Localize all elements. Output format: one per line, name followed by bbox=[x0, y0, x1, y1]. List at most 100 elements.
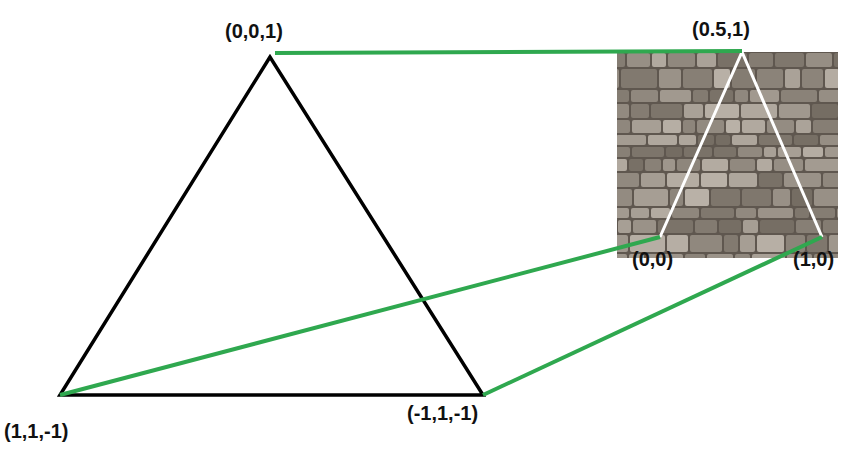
stone-block bbox=[684, 104, 703, 118]
stone-block bbox=[632, 120, 661, 133]
stone-block bbox=[631, 208, 649, 218]
stone-block bbox=[784, 173, 821, 187]
stone-block bbox=[685, 254, 705, 258]
stone-block bbox=[749, 53, 773, 67]
stone-block bbox=[757, 235, 784, 252]
stone-block bbox=[617, 173, 639, 187]
stone-block bbox=[617, 147, 630, 157]
stone-block bbox=[743, 220, 758, 233]
stone-block bbox=[742, 189, 771, 206]
stone-block bbox=[760, 220, 794, 233]
stone-block bbox=[837, 208, 838, 218]
stone-block bbox=[685, 189, 709, 206]
coordinate-label: (1,1,-1) bbox=[4, 420, 68, 442]
stone-block bbox=[814, 189, 838, 206]
stone-block bbox=[617, 159, 627, 171]
stone-block bbox=[785, 69, 800, 88]
stone-block bbox=[693, 90, 708, 102]
stone-block bbox=[714, 147, 736, 157]
stone-block bbox=[663, 120, 681, 133]
coordinate-label: (1,0) bbox=[793, 248, 834, 270]
coordinate-label: (0,0) bbox=[632, 248, 673, 270]
stone-block bbox=[819, 90, 838, 102]
stone-block bbox=[726, 120, 740, 133]
stone-block bbox=[812, 104, 838, 118]
stone-block bbox=[672, 208, 699, 218]
stone-block bbox=[633, 220, 656, 233]
stone-block bbox=[730, 159, 755, 171]
stone-block bbox=[711, 189, 740, 206]
stone-block bbox=[679, 135, 696, 145]
stone-block bbox=[695, 220, 717, 233]
stone-block bbox=[729, 173, 757, 187]
stone-block bbox=[820, 135, 838, 145]
stone-block bbox=[707, 254, 733, 258]
coordinate-label: (0,0,1) bbox=[225, 20, 283, 42]
stone-block bbox=[823, 220, 838, 233]
stone-block bbox=[803, 147, 823, 157]
stone-block bbox=[757, 159, 772, 171]
stone-block bbox=[735, 254, 750, 258]
mapping-line bbox=[483, 237, 822, 395]
stone-block bbox=[759, 135, 792, 145]
stone-block bbox=[779, 104, 810, 118]
stone-block bbox=[759, 173, 782, 187]
stone-block bbox=[683, 120, 695, 133]
stone-block bbox=[617, 104, 629, 118]
mapping-line bbox=[60, 237, 660, 395]
stone-block bbox=[617, 69, 619, 88]
stone-block bbox=[823, 173, 838, 187]
stone-block bbox=[617, 120, 630, 133]
stone-block bbox=[719, 220, 741, 233]
stone-block bbox=[652, 53, 666, 67]
stone-block bbox=[660, 90, 691, 102]
stone-block bbox=[701, 208, 734, 218]
stone-texture bbox=[617, 52, 838, 258]
stone-block bbox=[617, 53, 625, 67]
stone-block bbox=[724, 235, 738, 252]
stone-block bbox=[617, 135, 646, 145]
stone-block bbox=[825, 147, 838, 157]
coordinate-label: (-1,1,-1) bbox=[407, 402, 478, 424]
stone-block bbox=[773, 189, 790, 206]
stone-block bbox=[683, 69, 712, 88]
stone-block bbox=[702, 159, 728, 171]
stone-block bbox=[641, 173, 665, 187]
stone-block bbox=[796, 120, 811, 133]
stone-block bbox=[645, 159, 661, 171]
stone-block bbox=[741, 104, 777, 118]
stone-block bbox=[627, 53, 650, 67]
stone-block bbox=[663, 159, 675, 171]
stone-block bbox=[736, 208, 756, 218]
mapping-line bbox=[275, 51, 742, 53]
stone-block bbox=[648, 135, 677, 145]
stone-block bbox=[795, 208, 809, 218]
mesh-triangle bbox=[60, 57, 483, 395]
uv-triangle bbox=[660, 52, 822, 237]
stone-block bbox=[750, 90, 779, 102]
stone-block bbox=[825, 69, 838, 88]
stone-block bbox=[775, 53, 804, 67]
stone-block bbox=[758, 208, 793, 218]
stone-block bbox=[764, 147, 776, 157]
stone-block bbox=[778, 147, 801, 157]
stone-block bbox=[757, 69, 783, 88]
stone-block bbox=[634, 189, 668, 206]
stone-block bbox=[631, 90, 658, 102]
stone-block bbox=[740, 235, 755, 252]
stone-block bbox=[617, 208, 629, 218]
stone-block bbox=[690, 235, 722, 252]
stone-block bbox=[618, 220, 631, 233]
stone-block bbox=[617, 254, 627, 258]
stone-blocks bbox=[617, 53, 838, 258]
stone-block bbox=[701, 173, 727, 187]
coordinate-label: (0.5,1) bbox=[692, 18, 750, 40]
stone-block bbox=[738, 147, 762, 157]
stone-block bbox=[666, 147, 682, 157]
stone-block bbox=[617, 189, 632, 206]
stone-block bbox=[631, 104, 649, 118]
stone-block bbox=[716, 135, 730, 145]
stone-block bbox=[781, 90, 817, 102]
stone-block bbox=[742, 120, 765, 133]
stone-block bbox=[834, 53, 838, 67]
